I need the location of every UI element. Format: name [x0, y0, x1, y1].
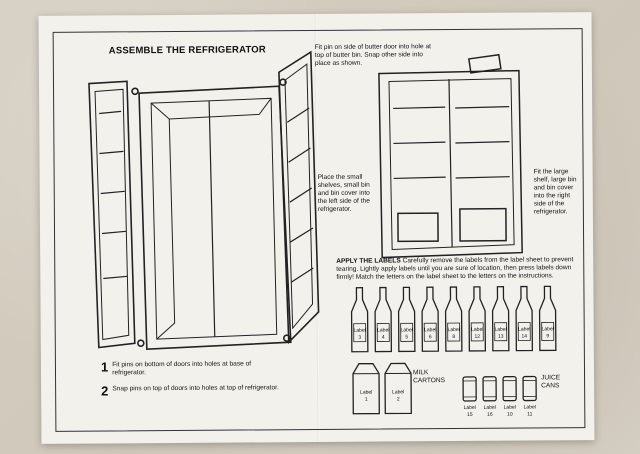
bottle-label-number: 14 — [521, 334, 527, 340]
right-side-note: Fit the large shelf, large bin and bin c… — [533, 168, 577, 216]
refrigerator-assembly-illustration — [88, 50, 320, 351]
can-label-number: 10 — [507, 412, 513, 418]
bottle-label-number: 12 — [474, 334, 480, 340]
bottle-label-number: 9 — [546, 333, 549, 339]
bottle-label-number: 13 — [498, 334, 504, 340]
bottle-label: Label — [354, 328, 366, 334]
step-1: 1 Fit pins on bottom of doors into holes… — [100, 359, 281, 377]
can-label: Label — [504, 405, 516, 411]
carton-label: Label — [392, 389, 404, 395]
bottle-label: Label — [518, 327, 530, 333]
step-2: 2 Snap pins on top of doors into holes a… — [101, 383, 281, 399]
can-label: Label — [524, 404, 536, 410]
step-text: Snap pins on top of doors into holes at … — [112, 384, 279, 393]
bottle-label: Label — [542, 326, 554, 332]
bottle-label: Label — [448, 327, 460, 333]
left-side-note: Place the small shelves, small bin and b… — [317, 173, 370, 213]
can-label-number: 11 — [527, 411, 532, 417]
bottle-label: Label — [401, 327, 413, 333]
juice-cans-label: JUICE CANS — [541, 374, 561, 390]
bottle-label-number: 8 — [452, 334, 455, 340]
bottles-svg: Label3Label4Label5Label6Label8Label12Lab… — [350, 285, 557, 353]
milk-cartons-label: MILK CARTONS — [412, 369, 446, 385]
carton-label-number: 2 — [397, 396, 400, 402]
bottle-label: Label — [424, 327, 436, 333]
instruction-sheet: ASSEMBLE THE REFRIGERATOR 1 Fit pins on … — [38, 12, 595, 444]
can-label-number: 15 — [467, 412, 473, 418]
labels-heading: APPLY THE LABELS — [336, 257, 401, 265]
bottle-label-number: 5 — [405, 334, 408, 340]
bottle-label: Label — [377, 327, 389, 333]
can-label-number: 16 — [487, 412, 493, 418]
bottle-label-number: 4 — [382, 335, 385, 341]
labels-instructions: APPLY THE LABELS Carefully remove the la… — [336, 256, 574, 282]
bottle-label: Label — [471, 327, 483, 333]
can-label: Label — [484, 405, 496, 411]
bottle-label: Label — [495, 327, 507, 333]
bottle: Label 4 — [374, 286, 393, 353]
carton-label: Label — [360, 390, 372, 396]
refrigerator-interior-illustration — [378, 53, 523, 259]
step-text: Fit pins on bottom of doors into holes a… — [112, 360, 252, 377]
bottle-label-number: 6 — [429, 334, 432, 340]
carton-label-number: 1 — [365, 397, 368, 403]
can-label: Label — [464, 405, 476, 411]
step-number: 2 — [101, 383, 109, 399]
step-number: 1 — [100, 359, 109, 375]
bottle-label-number: 3 — [358, 335, 361, 341]
